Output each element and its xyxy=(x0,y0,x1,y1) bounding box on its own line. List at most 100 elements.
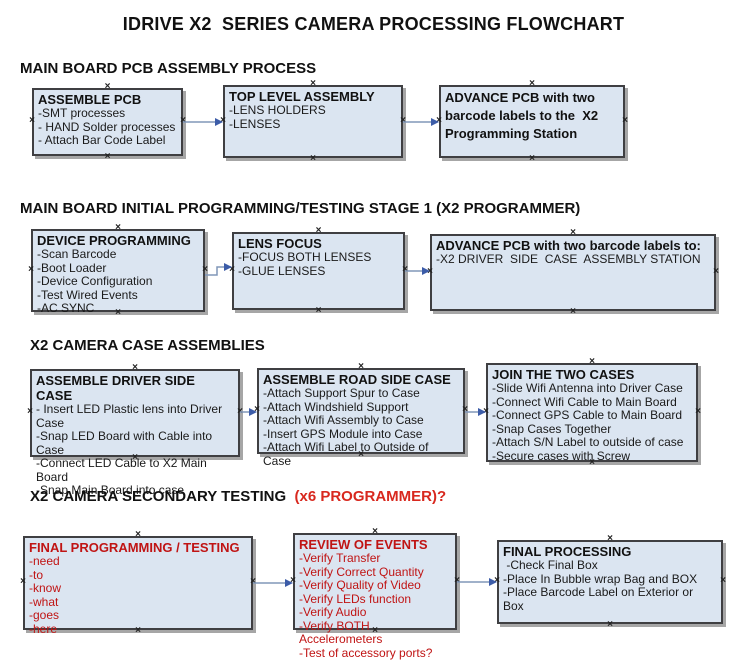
box-item: -Boot Loader xyxy=(37,260,107,275)
connector-arrow-assemble-to-toplevel xyxy=(183,118,223,126)
connector-arrow-review-to-finalproc xyxy=(457,578,497,586)
box-items: -need-to-know-what-goes-here xyxy=(29,554,247,636)
connection-point-icon: × xyxy=(720,575,726,586)
connection-point-icon: × xyxy=(713,265,719,277)
box-item: - HAND Solder processes xyxy=(38,119,176,134)
box-header: FINAL PROGRAMMING / TESTING xyxy=(29,540,240,555)
connection-point-icon: × xyxy=(27,406,33,417)
section-heading-pcb-assembly: MAIN BOARD PCB ASSEMBLY PROCESS xyxy=(20,60,317,77)
box-item: -SMT processes xyxy=(38,106,126,120)
flow-box-lens-focus: LENS FOCUS -FOCUS BOTH LENSES-GLUE LENSE… xyxy=(229,226,408,316)
box-item: -LENSES xyxy=(229,116,281,131)
section-heading-red-part: (x6 PROGRAMMER)? xyxy=(294,488,447,505)
box-item: -what xyxy=(29,594,59,609)
box-item: -Attach Windshield Support xyxy=(263,399,409,414)
connection-point-icon: × xyxy=(358,361,364,372)
connection-point-icon: × xyxy=(607,533,613,544)
box-header: DEVICE PROGRAMMING xyxy=(37,233,191,248)
flow-box-assemble-driver-side-case: ASSEMBLE DRIVER SIDE CASE - Insert LED P… xyxy=(27,363,243,497)
flow-box-assemble-road-side-case: ASSEMBLE ROAD SIDE CASE -Attach Support … xyxy=(254,362,468,468)
box-items: -LENS HOLDERS-LENSES xyxy=(229,103,397,131)
box-item: -Attach Wifi Assembly to Case xyxy=(263,413,424,427)
connection-point-icon: × xyxy=(372,526,378,537)
box-item: - Insert LED Plastic lens into Driver Ca… xyxy=(36,402,226,430)
section-heading-black-part: X2 CAMERA SECONDARY TESTING xyxy=(30,488,295,505)
connection-point-icon: × xyxy=(589,356,595,367)
box-item: -Verify LEDs function xyxy=(299,591,412,606)
connection-point-icon: × xyxy=(570,227,576,238)
connection-point-icon: × xyxy=(115,222,121,233)
box-header: ASSEMBLE PCB xyxy=(38,92,142,107)
flow-box-advance-pcb-programming-station: ADVANCE PCB with two barcode labels to t… xyxy=(436,79,628,164)
box-item: -FOCUS BOTH LENSES xyxy=(238,250,372,264)
box-item: -X2 DRIVER SIDE CASE ASSEMBLY STATION xyxy=(436,252,701,266)
box-header: REVIEW OF EVENTS xyxy=(299,537,428,552)
box-item: -Place Barcode Label on Exterior or Box xyxy=(503,585,697,613)
connector-arrow-road-to-join xyxy=(465,408,486,416)
flow-box-assemble-pcb: ASSEMBLE PCB -SMT processes- HAND Solder… xyxy=(29,82,186,162)
flow-box-final-processing: FINAL PROCESSING -Check Final Box-Place … xyxy=(494,534,726,630)
box-item: -Verify BOTH Accelerometers xyxy=(299,618,383,646)
connection-point-icon: × xyxy=(28,263,34,275)
section-heading-secondary-testing: X2 CAMERA SECONDARY TESTING (x6 PROGRAMM… xyxy=(30,488,446,505)
box-header: ADVANCE PCB with two barcode labels to t… xyxy=(445,90,602,141)
box-item: -Connect LED Cable to X2 Main Board xyxy=(36,456,211,484)
box-item: -Connect GPS Cable to Main Board xyxy=(492,408,683,422)
box-item: -Scan Barcode xyxy=(37,247,117,261)
connection-point-icon: × xyxy=(570,306,576,317)
box-item: -need xyxy=(29,554,60,568)
connection-point-icon: × xyxy=(529,78,535,89)
section-heading-initial-programming: MAIN BOARD INITIAL PROGRAMMING/TESTING S… xyxy=(20,200,581,217)
connection-point-icon: × xyxy=(20,576,26,587)
box-item: -AC SYNC xyxy=(37,301,95,315)
box-item: -goes xyxy=(29,608,60,622)
connection-point-icon: × xyxy=(132,362,138,373)
page-title: IDRIVE X2 SERIES CAMERA PROCESSING FLOWC… xyxy=(122,14,625,34)
box-item: -Verify Quality of Video xyxy=(299,578,421,592)
box-item: -Snap Main Board into case xyxy=(36,483,185,497)
box-items: -Verify Transfer-Verify Correct Quantity… xyxy=(299,551,451,660)
box-item: -Attach Wifi Label to Outside of Case xyxy=(263,440,432,468)
flow-box-top-level-assembly: TOP LEVEL ASSEMBLY -LENS HOLDERS-LENSES … xyxy=(220,79,406,164)
box-item: -LENS HOLDERS xyxy=(229,103,326,117)
connection-point-icon: × xyxy=(310,153,316,164)
flow-box-review-of-events: REVIEW OF EVENTS -Verify Transfer-Verify… xyxy=(290,527,460,660)
connection-point-icon: × xyxy=(135,529,141,540)
box-header: ADVANCE PCB with two barcode labels to: xyxy=(436,238,701,253)
box-item: -Connect Wifi Cable to Main Board xyxy=(492,394,677,409)
box-item: -Snap LED Board with Cable into Case xyxy=(36,429,216,457)
section-heading-case-assemblies: X2 CAMERA CASE ASSEMBLIES xyxy=(30,337,265,354)
box-item: -Slide Wifi Antenna into Driver Case xyxy=(492,381,683,395)
connector-arrow-driver-to-road xyxy=(240,408,257,416)
connector-arrow-finalprog-to-review xyxy=(253,579,293,587)
box-item: -Verify Transfer xyxy=(299,551,381,565)
connection-point-icon: × xyxy=(695,405,701,417)
box-items: -FOCUS BOTH LENSES-GLUE LENSES xyxy=(238,250,399,278)
flow-box-final-programming-testing: FINAL PROGRAMMING / TESTING -need-to-kno… xyxy=(20,530,256,636)
box-item: -Attach Support Spur to Case xyxy=(263,386,420,400)
box-items: -Scan Barcode-Boot Loader-Device Configu… xyxy=(37,247,199,316)
connection-point-icon: × xyxy=(104,151,111,162)
connection-point-icon: × xyxy=(310,78,316,89)
box-items: -X2 DRIVER SIDE CASE ASSEMBLY STATION xyxy=(436,252,710,267)
connection-point-icon: × xyxy=(607,619,613,630)
box-header: FINAL PROCESSING xyxy=(503,544,632,559)
connector-arrow-device-to-lensfocus xyxy=(205,263,232,276)
box-items: -Attach Support Spur to Case-Attach Wind… xyxy=(263,386,459,468)
box-items: -Check Final Box-Place In Bubble wrap Ba… xyxy=(503,558,717,613)
box-item: -GLUE LENSES xyxy=(238,263,326,278)
box-item: -Insert GPS Module into Case xyxy=(263,426,423,441)
box-item: - Attach Bar Code Label xyxy=(38,133,166,147)
box-header: ASSEMBLE DRIVER SIDE CASE xyxy=(36,373,199,403)
connection-point-icon: × xyxy=(529,153,535,164)
box-item: -to xyxy=(29,567,44,582)
flow-box-join-the-two-cases: JOIN THE TWO CASES -Slide Wifi Antenna i… xyxy=(483,357,701,468)
box-item: -Test Wired Events xyxy=(37,287,138,302)
connection-point-icon: × xyxy=(315,305,322,316)
connection-point-icon: × xyxy=(622,114,628,126)
box-item: -Verify Audio xyxy=(299,605,367,619)
box-items: -SMT processes- HAND Solder processes- A… xyxy=(38,106,177,148)
flow-box-advance-pcb-driver-side-station: ADVANCE PCB with two barcode labels to: … xyxy=(427,228,719,317)
connection-point-icon: × xyxy=(104,81,111,92)
box-items: - Insert LED Plastic lens into Driver Ca… xyxy=(36,402,234,498)
